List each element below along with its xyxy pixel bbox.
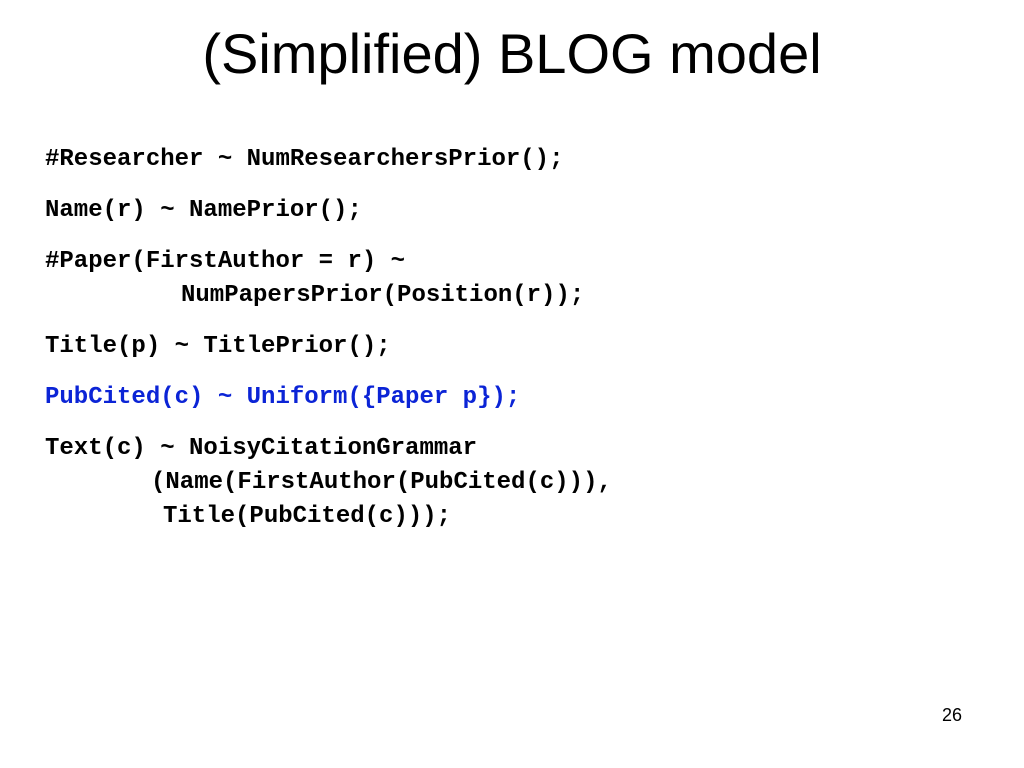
code-line: #Paper(FirstAuthor = r) ~ — [45, 248, 406, 275]
code-line: Name(r) ~ NamePrior(); — [45, 197, 362, 224]
slide-title: (Simplified) BLOG model — [202, 22, 822, 85]
statement-researcher-count: #Researcher ~ NumResearchersPrior(); — [45, 143, 1005, 177]
code-line-highlighted: PubCited(c) ~ Uniform({Paper p}); — [45, 384, 521, 411]
code-line: #Researcher ~ NumResearchersPrior(); — [45, 146, 564, 173]
code-line: NumPapersPrior(Position(r)); — [181, 282, 585, 309]
code-line: Title(p) ~ TitlePrior(); — [45, 333, 391, 360]
statement-text: Text(c) ~ NoisyCitationGrammar (Name(Fir… — [45, 432, 1005, 534]
statement-pubcited: PubCited(c) ~ Uniform({Paper p}); — [45, 381, 1005, 415]
code-line: Text(c) ~ NoisyCitationGrammar — [45, 435, 478, 462]
page-number: 26 — [941, 705, 962, 725]
statement-paper-count: #Paper(FirstAuthor = r) ~ NumPapersPrior… — [45, 245, 1005, 313]
code-block: #Researcher ~ NumResearchersPrior(); Nam… — [45, 143, 1005, 551]
statement-name: Name(r) ~ NamePrior(); — [45, 194, 1005, 228]
code-line: (Name(FirstAuthor(PubCited(c))), — [151, 469, 612, 496]
statement-title: Title(p) ~ TitlePrior(); — [45, 330, 1005, 364]
code-line: Title(PubCited(c))); — [163, 503, 452, 530]
